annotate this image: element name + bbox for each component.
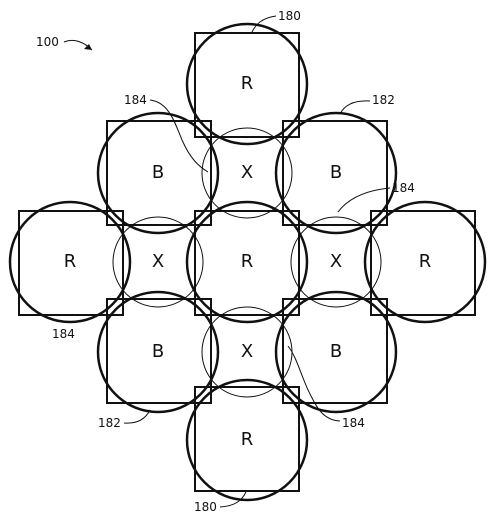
cell-letter-x-left: X — [152, 251, 164, 272]
circle-r-right — [363, 200, 487, 324]
cell-letter-b-lower-left: B — [152, 341, 164, 362]
figure-ref-number: 100 — [36, 35, 59, 49]
circle-x-right — [290, 216, 382, 308]
square-r-top — [194, 32, 300, 138]
cell-letter-r-bottom: R — [241, 429, 254, 450]
square-b-upper-right — [282, 120, 388, 226]
label-182-upper: 182 — [372, 93, 395, 107]
square-r-right — [370, 210, 476, 316]
square-r-left — [18, 210, 124, 316]
label-184-upper-left: 184 — [124, 93, 147, 107]
label-184-lower-right: 184 — [342, 416, 365, 430]
circle-r-bottom — [185, 378, 309, 502]
label-184-left: 184 — [52, 327, 75, 341]
label-180-top: 180 — [278, 9, 301, 23]
large-circles — [8, 22, 487, 502]
square-r-bottom — [194, 386, 300, 492]
cell-letters: R B X B R X R X R B X B R — [64, 73, 432, 450]
square-b-upper-left — [106, 120, 212, 226]
leader-lines — [123, 15, 391, 508]
cell-letter-r-right: R — [419, 251, 432, 272]
cell-letter-r-center: R — [241, 251, 254, 272]
square-r-center — [194, 210, 300, 316]
leader-182-upper — [339, 100, 371, 115]
leader-184-upper-left — [149, 99, 209, 173]
cell-letter-x-upper: X — [241, 162, 253, 183]
circle-b-lower-left — [96, 290, 220, 414]
circle-r-left — [8, 200, 132, 324]
label-180-bottom: 180 — [194, 500, 217, 514]
figure-ref-arrowhead — [84, 44, 92, 50]
cell-letter-x-right: X — [330, 251, 342, 272]
circle-r-top — [185, 22, 309, 146]
label-182-lower: 182 — [98, 416, 121, 430]
cell-letter-b-upper-right: B — [330, 162, 342, 183]
reference-labels: 180 184 182 184 184 182 184 180 — [52, 9, 415, 514]
leader-184-right — [337, 187, 391, 213]
circle-x-left — [112, 216, 204, 308]
circle-b-upper-left — [96, 111, 220, 235]
label-184-right: 184 — [392, 181, 415, 195]
cell-letter-b-upper-left: B — [152, 162, 164, 183]
leader-180-top — [251, 15, 277, 33]
circle-b-upper-right — [274, 111, 398, 235]
circle-b-lower-right — [274, 290, 398, 414]
circle-x-upper — [201, 127, 293, 219]
leader-180-bottom — [219, 491, 247, 508]
circle-r-center — [185, 200, 309, 324]
cell-letter-r-left: R — [64, 251, 77, 272]
square-b-lower-left — [106, 298, 212, 404]
pixel-squares — [18, 32, 476, 492]
leader-184-lower-right — [287, 345, 341, 422]
cell-letter-b-lower-right: B — [330, 341, 342, 362]
leader-182-lower — [123, 409, 151, 424]
square-b-lower-right — [282, 298, 388, 404]
cell-letter-x-lower: X — [241, 341, 253, 362]
cell-letter-r-top: R — [241, 73, 254, 94]
